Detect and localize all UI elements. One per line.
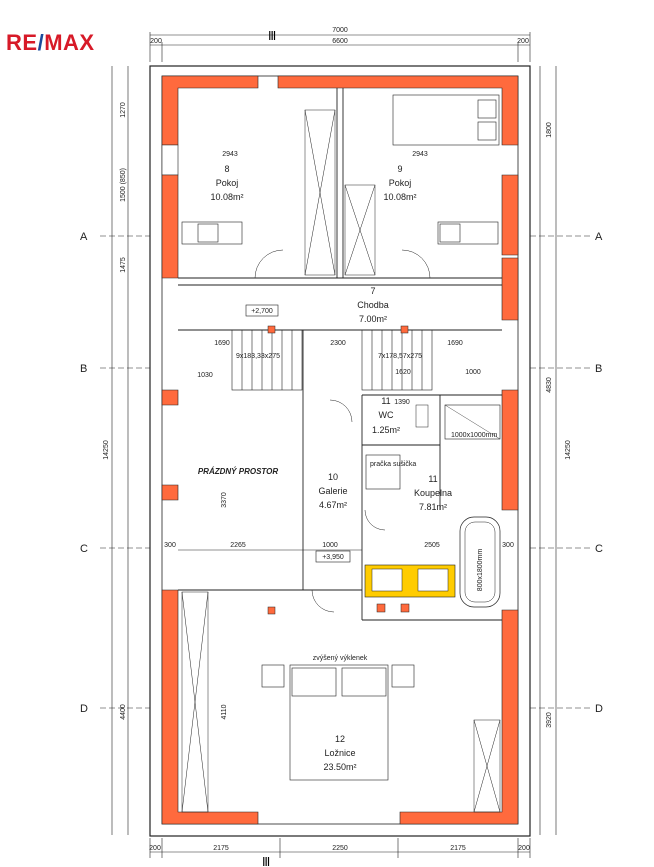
bed-note: zvýšený výklenek bbox=[313, 655, 368, 662]
inner-dim-13: 1390 bbox=[394, 399, 410, 406]
room11wc-number: 11 bbox=[381, 396, 390, 406]
remax-logo: RE/MAX bbox=[6, 30, 95, 56]
section-d-right: D bbox=[595, 703, 603, 715]
dim-right-total: 14250 bbox=[565, 440, 572, 460]
room11wc-name: WC bbox=[379, 410, 394, 420]
room11-area: 7.81m² bbox=[419, 502, 447, 512]
logo-slash: / bbox=[37, 30, 45, 55]
dim-top-total: 7000 bbox=[332, 27, 348, 34]
inner-dim-5: 1030 bbox=[197, 372, 213, 379]
room11wc-area: 1.25m² bbox=[372, 425, 400, 435]
room11-name: Koupelna bbox=[414, 488, 452, 498]
room12-area: 23.50m² bbox=[323, 762, 356, 772]
empty-space-label: PRÁZDNÝ PROSTOR bbox=[198, 467, 279, 476]
inner-dim-3: 2300 bbox=[330, 340, 346, 347]
dim-bottom-a: 200 bbox=[149, 845, 161, 852]
section-b-right: B bbox=[595, 363, 602, 375]
inner-dim-8: 2265 bbox=[230, 542, 246, 549]
section-mark-top: Ⅲ bbox=[268, 29, 276, 43]
desks bbox=[181, 221, 499, 245]
room12-number: 12 bbox=[335, 734, 345, 744]
section-a-left: A bbox=[80, 231, 88, 243]
section-a-right: A bbox=[595, 231, 603, 243]
stairs-left-label: 9x183,33x275 bbox=[236, 353, 280, 360]
room7-area: 7.00m² bbox=[359, 314, 387, 324]
inner-dim-11: 300 bbox=[164, 542, 176, 549]
room8-name: Pokoj bbox=[216, 178, 239, 188]
inner-dim-12: 300 bbox=[502, 542, 514, 549]
inner-dim-6: 1620 bbox=[395, 369, 411, 376]
dim-right-4: 3920 bbox=[546, 712, 553, 728]
bath-fixtures bbox=[364, 404, 501, 613]
dim-top-inner: 6600 bbox=[332, 38, 348, 45]
level-upper-box bbox=[245, 304, 279, 317]
dim-bottom-e: 200 bbox=[518, 845, 530, 852]
top-dimensions bbox=[149, 32, 531, 62]
interior-walls bbox=[178, 88, 502, 621]
inner-dim-10: 2505 bbox=[424, 542, 440, 549]
inner-dim-0: 2943 bbox=[222, 151, 238, 158]
dim-bottom-d: 2175 bbox=[450, 845, 466, 852]
inner-dim-1: 2943 bbox=[412, 151, 428, 158]
room9-area: 10.08m² bbox=[383, 192, 416, 202]
level-gallery: +3,950 bbox=[322, 554, 344, 561]
section-d-left: D bbox=[80, 703, 88, 715]
room9-name: Pokoj bbox=[389, 178, 412, 188]
stairs-right-label: 7x178,57x275 bbox=[378, 353, 422, 360]
doors bbox=[254, 249, 431, 613]
inner-dim-9: 1000 bbox=[322, 542, 338, 549]
stairs-left bbox=[231, 329, 303, 391]
dim-left-3: 1475 bbox=[120, 257, 127, 273]
dim-right-0: 1800 bbox=[546, 122, 553, 138]
dim-left-2: 1500 (850) bbox=[120, 168, 127, 202]
room8-number: 8 bbox=[224, 164, 229, 174]
bath-label: 800x1800mm bbox=[477, 549, 484, 592]
room9-number: 9 bbox=[397, 164, 402, 174]
chimney-marker-right bbox=[400, 325, 409, 334]
section-mark-bottom: Ⅲ bbox=[262, 855, 270, 867]
dim-top-right: 200 bbox=[517, 38, 529, 45]
room7-number: 7 bbox=[370, 286, 375, 296]
inner-dim-7: 1000 bbox=[465, 369, 481, 376]
shower-label: 1000x1000mm bbox=[451, 432, 497, 439]
room10-number: 10 bbox=[328, 472, 338, 482]
bed-room-12 bbox=[261, 664, 415, 781]
outer-walls bbox=[149, 65, 531, 837]
bottom-dimensions bbox=[149, 838, 531, 858]
dim-bottom-c: 2250 bbox=[332, 845, 348, 852]
room12-name: Ložnice bbox=[324, 748, 355, 758]
section-b-left: B bbox=[80, 363, 87, 375]
dim-right-2: 4830 bbox=[546, 377, 553, 393]
level-gallery-box bbox=[315, 550, 351, 563]
dim-left-1: 1270 bbox=[120, 102, 127, 118]
bed-room-9 bbox=[392, 94, 500, 146]
section-c-left: C bbox=[80, 543, 88, 555]
logo-re: RE bbox=[6, 30, 38, 55]
room11-number: 11 bbox=[428, 474, 437, 484]
dim-left-total: 14250 bbox=[103, 440, 110, 460]
dim-left-9: 4400 bbox=[120, 704, 127, 720]
dryer-label: pračka sušička bbox=[370, 461, 416, 468]
inner-dim-4: 1690 bbox=[447, 340, 463, 347]
room7-name: Chodba bbox=[357, 300, 389, 310]
inner-dim-15: 4110 bbox=[221, 704, 228, 719]
room10-name: Galerie bbox=[318, 486, 347, 496]
dim-bottom-b: 2175 bbox=[213, 845, 229, 852]
room8-area: 10.08m² bbox=[210, 192, 243, 202]
inner-dim-14: 3370 bbox=[221, 492, 228, 508]
room10-area: 4.67m² bbox=[319, 500, 347, 510]
dim-top-left: 200 bbox=[150, 38, 162, 45]
logo-max: MAX bbox=[44, 30, 95, 55]
chimney-marker-left bbox=[267, 325, 276, 334]
side-dimensions bbox=[111, 66, 557, 835]
section-c-right: C bbox=[595, 543, 603, 555]
wardrobes bbox=[181, 109, 501, 813]
level-upper: +2,700 bbox=[251, 308, 273, 315]
stairs-right bbox=[361, 329, 433, 391]
section-lines bbox=[100, 235, 590, 709]
chimney-marker-bottom bbox=[267, 606, 276, 615]
inner-dim-2: 1690 bbox=[214, 340, 230, 347]
